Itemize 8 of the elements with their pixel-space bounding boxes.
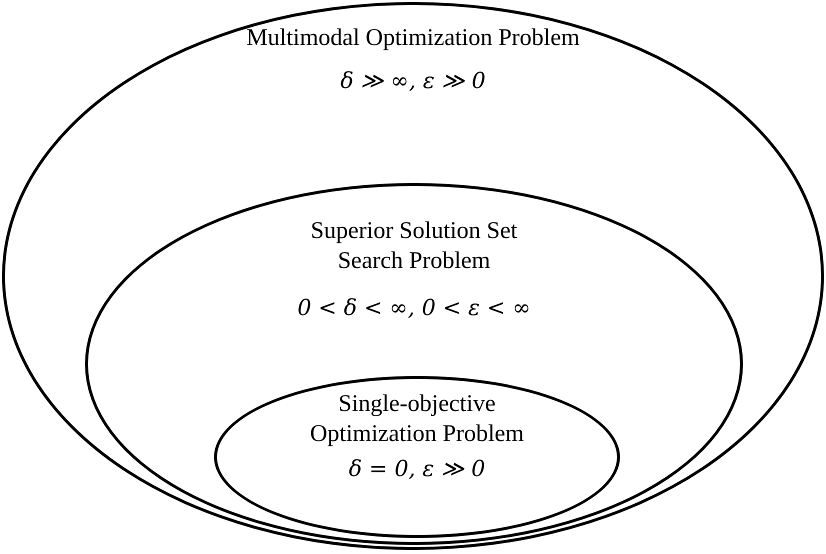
set-ellipse	[214, 376, 620, 538]
set-title: Multimodal Optimization Problem	[246, 24, 580, 53]
set-title: Single-objective Optimization Problem	[309, 390, 525, 449]
set-title: Superior Solution Set Search Problem	[310, 217, 518, 276]
set-ellipse	[85, 183, 743, 545]
condition-formula: δ ≫ ∞, ε ≫ 0	[340, 68, 486, 96]
condition-formula: 0 < δ < ∞, 0 < ε < ∞	[297, 295, 531, 323]
condition-formula: δ = 0, ε ≫ 0	[348, 456, 486, 484]
